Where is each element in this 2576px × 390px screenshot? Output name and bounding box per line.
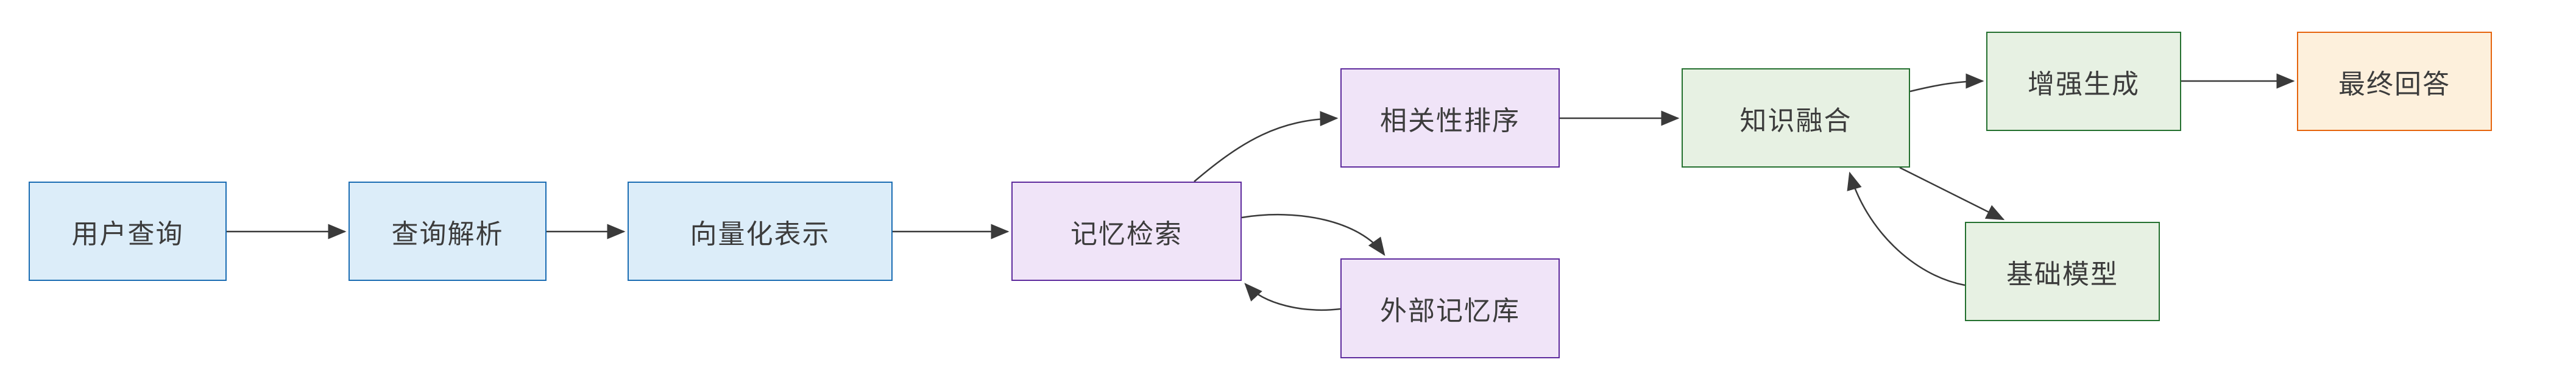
node-augmented-generation-label: 增强生成 bbox=[2028, 69, 2140, 99]
node-final-answer: 最终回答 bbox=[2297, 32, 2492, 131]
node-vectorize-label: 向量化表示 bbox=[690, 219, 830, 249]
node-final-answer-label: 最终回答 bbox=[2338, 69, 2450, 99]
edge-knowledge-fusion-to-base-model bbox=[1899, 166, 2005, 221]
node-base-model: 基础模型 bbox=[1965, 222, 2160, 321]
node-external-memory: 外部记忆库 bbox=[1340, 258, 1560, 358]
node-knowledge-fusion-label: 知识融合 bbox=[1739, 105, 1852, 136]
node-base-model-label: 基础模型 bbox=[2006, 259, 2118, 289]
node-vectorize: 向量化表示 bbox=[628, 182, 893, 281]
edge-memory-retrieval-to-relevance-rank bbox=[1194, 111, 1339, 182]
edge-knowledge-fusion-to-augmented-generation bbox=[1909, 73, 1984, 93]
node-user-query: 用户查询 bbox=[29, 182, 227, 281]
node-user-query-label: 用户查询 bbox=[71, 219, 184, 249]
node-query-parse: 查询解析 bbox=[349, 182, 547, 281]
node-query-parse-label: 查询解析 bbox=[391, 219, 504, 249]
node-relevance-rank: 相关性排序 bbox=[1340, 68, 1560, 168]
node-relevance-rank-label: 相关性排序 bbox=[1380, 105, 1520, 136]
node-augmented-generation: 增强生成 bbox=[1986, 32, 2181, 131]
edge-external-memory-to-memory-retrieval bbox=[1244, 283, 1341, 311]
edge-base-model-to-knowledge-fusion bbox=[1847, 171, 1966, 286]
node-external-memory-label: 外部记忆库 bbox=[1380, 296, 1520, 326]
node-memory-retrieval-label: 记忆检索 bbox=[1070, 219, 1183, 249]
node-knowledge-fusion: 知识融合 bbox=[1682, 68, 1910, 168]
edge-memory-retrieval-to-external-memory bbox=[1241, 213, 1385, 257]
node-memory-retrieval: 记忆检索 bbox=[1011, 182, 1242, 281]
